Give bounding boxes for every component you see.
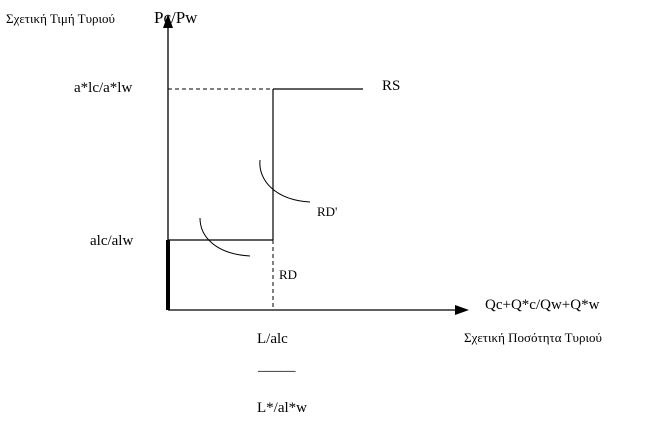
rs-label: RS [382,78,400,94]
rd-prime-label: RD' [317,204,337,219]
fraction-bar: _____ [257,358,296,374]
rd-prime-curve [259,159,311,203]
y-axis-var-label: Pc/Pw [154,8,198,27]
upper-price-label: a*lc/a*lw [74,80,132,96]
x-axis-caption-label: Σχετική Ποσότητα Τυριού [464,330,602,345]
y-axis-arrowhead [163,14,173,28]
y-axis-prefix-label: Σχετική Τιμή Τυριού [6,11,115,26]
fraction-denominator: L*/al*w [257,400,307,416]
lower-price-label: alc/alw [90,233,133,249]
rd-curve [199,217,251,257]
x-axis-var-label: Qc+Q*c/Qw+Q*w [485,297,600,313]
x-axis-arrowhead [455,305,469,315]
rd-label: RD [279,267,297,282]
fraction-numerator: L/alc [257,331,288,347]
